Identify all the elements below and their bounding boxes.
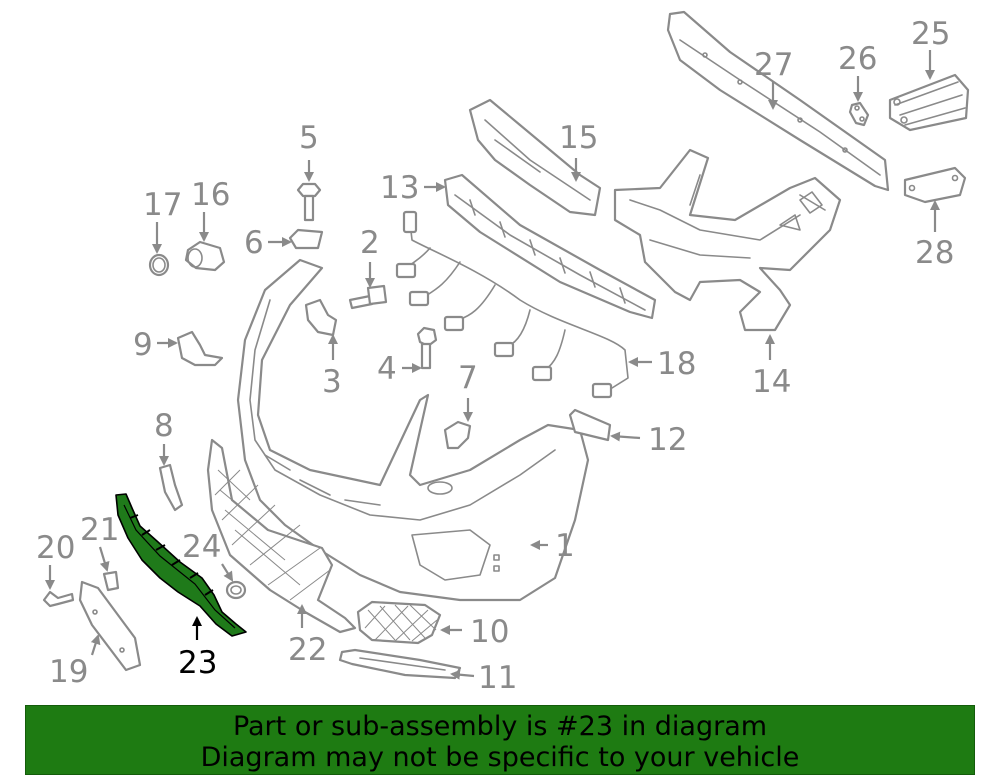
part-19-plate-bracket <box>78 580 142 672</box>
leader-21 <box>98 546 110 572</box>
part-27-impact-beam <box>666 10 890 192</box>
part-18-harness <box>395 210 629 399</box>
callout-13[interactable]: 13 <box>380 170 419 206</box>
callout-6[interactable]: 6 <box>244 225 264 261</box>
callout-21[interactable]: 21 <box>80 512 119 548</box>
callout-9[interactable]: 9 <box>133 327 153 363</box>
part-24-plug <box>225 580 247 600</box>
banner-line-part-number: Part or sub-assembly is #23 in diagram <box>232 711 768 742</box>
callout-18[interactable]: 18 <box>657 346 696 382</box>
part-10-fog-bezel <box>356 600 442 645</box>
callout-8[interactable]: 8 <box>154 408 174 444</box>
part-9-bracket <box>176 330 224 367</box>
part-16-sensor <box>184 240 226 272</box>
callout-20[interactable]: 20 <box>36 530 75 566</box>
callout-14[interactable]: 14 <box>752 364 791 400</box>
callout-25[interactable]: 25 <box>911 16 950 52</box>
part-26-clip <box>848 101 870 127</box>
callout-17[interactable]: 17 <box>143 187 182 223</box>
callout-11[interactable]: 11 <box>478 660 517 696</box>
callouts: 1 2 3 4 5 6 7 8 9 10 11 12 13 14 15 16 1… <box>36 16 954 696</box>
info-banner: Part or sub-assembly is #23 in diagram D… <box>25 705 975 775</box>
callout-1[interactable]: 1 <box>555 528 575 564</box>
leader-19 <box>90 634 101 656</box>
callout-7[interactable]: 7 <box>458 360 478 396</box>
part-14-carrier <box>613 148 842 332</box>
callout-24[interactable]: 24 <box>182 529 221 565</box>
part-6-clip <box>288 228 324 250</box>
banner-line-disclaimer: Diagram may not be specific to your vehi… <box>200 742 800 773</box>
part-15-absorber <box>468 98 602 217</box>
callout-12[interactable]: 12 <box>648 422 687 458</box>
leader-lines <box>45 50 940 680</box>
part-3-clip <box>304 298 338 337</box>
part-8-bracket <box>158 463 184 512</box>
part-22-lower-grille <box>206 438 357 634</box>
callout-27[interactable]: 27 <box>754 47 793 83</box>
part-11-trim-strip <box>338 648 462 680</box>
part-20-screw <box>42 590 75 608</box>
part-7-clip <box>443 420 472 450</box>
callout-28[interactable]: 28 <box>915 235 954 271</box>
part-13-absorber <box>443 173 657 320</box>
leader-11 <box>450 669 475 680</box>
part-5-bolt <box>296 182 322 222</box>
callout-10[interactable]: 10 <box>470 614 509 650</box>
part-21-clip <box>102 570 120 592</box>
part-25-bracket <box>888 73 970 132</box>
callout-23-highlighted[interactable]: 23 <box>178 645 217 681</box>
callout-2[interactable]: 2 <box>360 225 380 261</box>
part-12-panel <box>568 408 612 442</box>
part-4-bolt <box>416 326 438 370</box>
leader-24 <box>221 563 234 582</box>
callout-5[interactable]: 5 <box>299 120 319 156</box>
callout-3[interactable]: 3 <box>322 364 342 400</box>
part-17-ring <box>148 253 170 277</box>
part-2-screw <box>348 284 388 310</box>
callout-19[interactable]: 19 <box>49 654 88 690</box>
callout-15[interactable]: 15 <box>559 120 598 156</box>
callout-22[interactable]: 22 <box>288 632 327 668</box>
callout-4[interactable]: 4 <box>377 351 397 387</box>
leader-12 <box>610 431 641 442</box>
part-23-trim-highlighted <box>115 493 247 637</box>
callout-26[interactable]: 26 <box>838 41 877 77</box>
callout-16[interactable]: 16 <box>191 177 230 213</box>
part-28-bracket <box>903 166 967 204</box>
